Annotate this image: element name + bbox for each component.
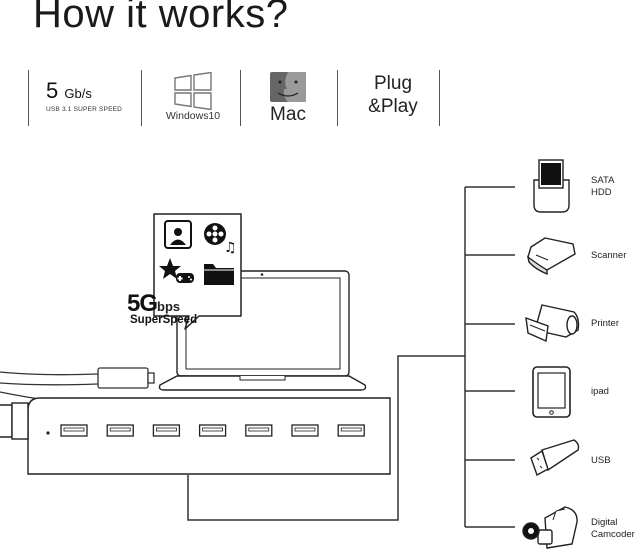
device-label-sata-hdd: SATA HDD xyxy=(591,175,615,198)
feature-plug-and-play: Plug &Play xyxy=(348,70,438,126)
feature-speed: 5 Gb/s USB 3.1 SUPER SPEED xyxy=(40,70,140,126)
mac-finder-icon xyxy=(270,72,306,102)
windows-logo-icon xyxy=(174,72,212,110)
speed-subtitle: USB 3.1 SUPER SPEED xyxy=(46,106,123,113)
camcorder-icon xyxy=(522,506,578,549)
badge-unit: bps xyxy=(157,299,181,314)
feature-divider xyxy=(28,70,29,126)
hub-port-slot xyxy=(248,427,270,432)
feature-divider xyxy=(439,70,440,126)
plug-label-line2: &Play xyxy=(368,96,418,117)
contacts-icon xyxy=(164,220,192,249)
device-label-scanner: Scanner xyxy=(591,250,627,261)
mac-label: Mac xyxy=(270,104,306,125)
connection-lines xyxy=(187,186,515,528)
hub-port-slot xyxy=(294,427,316,432)
windows-label: Windows10 xyxy=(165,110,221,122)
usb-stick-icon xyxy=(530,439,580,477)
tablet-icon xyxy=(532,366,571,418)
feature-divider xyxy=(240,70,241,126)
plug-label-line1: Plug xyxy=(373,73,413,94)
sata-hdd-icon xyxy=(533,159,570,213)
feature-windows: Windows10 xyxy=(153,70,233,126)
feature-divider xyxy=(337,70,338,126)
printer-icon xyxy=(525,304,580,343)
feature-bar: 5 Gb/s USB 3.1 SUPER SPEED Windows10 Mac… xyxy=(28,70,440,126)
feature-popup: ♫ xyxy=(153,213,242,330)
hub-port-slot xyxy=(109,427,131,432)
feature-divider xyxy=(141,70,142,126)
music-note-icon: ♫ xyxy=(224,240,237,256)
hub-port-slot xyxy=(155,427,177,432)
feature-mac: Mac xyxy=(250,70,326,126)
hub-ports xyxy=(60,424,365,437)
star-icon xyxy=(159,258,181,279)
speed-unit: Gb/s xyxy=(64,86,92,101)
hub-port-slot xyxy=(63,427,85,432)
media-reel-icon xyxy=(204,223,226,245)
page-title: How it works? xyxy=(33,0,289,36)
gamepad-icon xyxy=(176,273,194,283)
device-label-camcorder: Digital Camcoder xyxy=(591,517,635,540)
badge-subtitle: SuperSpeed xyxy=(130,314,198,326)
speed-badge: 5Gbps SuperSpeed xyxy=(127,290,197,326)
scanner-icon xyxy=(526,237,576,276)
speed-value: 5 xyxy=(46,78,59,103)
usb-cable xyxy=(0,367,155,400)
hub-port-slot xyxy=(202,427,224,432)
badge-value: 5G xyxy=(127,290,158,317)
hub-port-slot xyxy=(340,427,362,432)
usb-hub xyxy=(0,397,391,475)
device-label-printer: Printer xyxy=(591,318,619,329)
device-label-usb: USB xyxy=(591,455,611,466)
folder-icon xyxy=(204,264,234,285)
device-label-ipad: ipad xyxy=(591,386,609,397)
